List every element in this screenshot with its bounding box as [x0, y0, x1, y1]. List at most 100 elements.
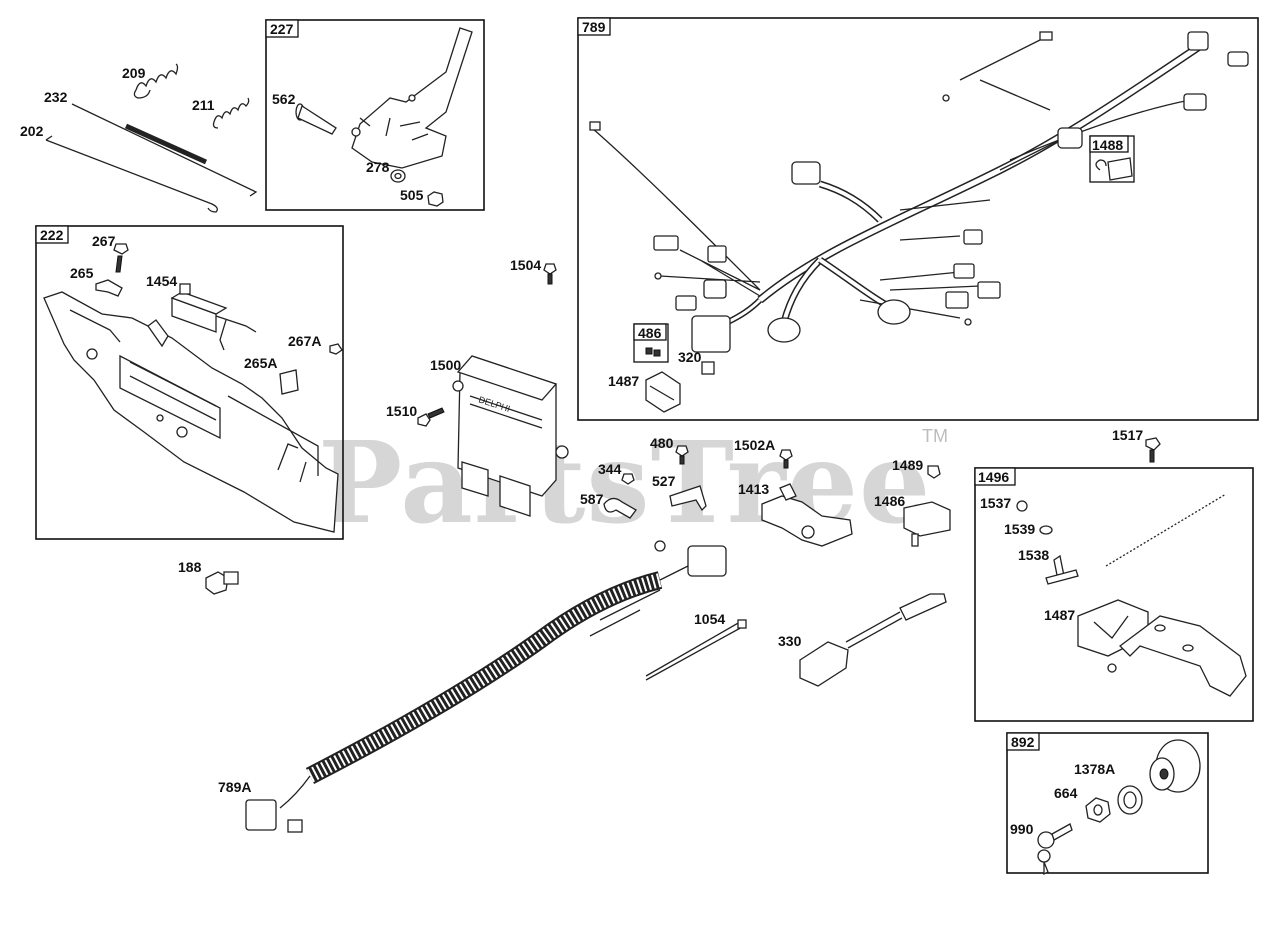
group-1496-box: [974, 467, 1254, 722]
callout-664: 664: [1054, 785, 1078, 801]
group-892-box: [1006, 732, 1209, 874]
ignition-switch-1378A[interactable]: [1149, 739, 1201, 793]
spring-211[interactable]: [212, 97, 250, 129]
pin-562[interactable]: [295, 103, 337, 135]
group-789-label: 789: [582, 19, 606, 35]
clip-527[interactable]: [669, 485, 707, 512]
callout-990: 990: [1010, 821, 1034, 837]
callout-232: 232: [44, 89, 68, 105]
bolt-1510[interactable]: [417, 407, 445, 427]
callout-330: 330: [778, 633, 802, 649]
callout-1489: 1489: [892, 457, 923, 473]
clip-265[interactable]: [95, 279, 123, 297]
callout-1538: 1538: [1018, 547, 1049, 563]
group-892-label: 892: [1011, 734, 1035, 750]
callout-1487-ignition: 1487: [1044, 607, 1075, 623]
group-222-label: 222: [40, 227, 64, 243]
screw-267[interactable]: [113, 243, 129, 273]
callout-1504: 1504: [510, 257, 541, 273]
group-227-tag: [265, 19, 299, 38]
callout-267: 267: [92, 233, 116, 249]
rod-202[interactable]: [45, 135, 218, 213]
group-1496-tag: [974, 467, 1016, 486]
group-1488-tag: [1089, 135, 1129, 153]
callout-202: 202: [20, 123, 44, 139]
cable-1496[interactable]: [1105, 493, 1227, 567]
relay-320[interactable]: [701, 361, 715, 375]
group-227-box: [265, 19, 485, 211]
sensor-1489[interactable]: [927, 465, 941, 479]
callout-527: 527: [652, 473, 676, 489]
nut-1537[interactable]: [1016, 500, 1028, 512]
callout-480: 480: [650, 435, 674, 451]
bolt-1517[interactable]: [1145, 437, 1161, 463]
callout-587: 587: [580, 491, 604, 507]
clip-265A[interactable]: [279, 369, 299, 395]
group-222-tag: [35, 225, 69, 244]
callout-1510: 1510: [386, 403, 417, 419]
callout-344: 344: [598, 461, 622, 477]
callout-1539: 1539: [1004, 521, 1035, 537]
callout-1502A: 1502A: [734, 437, 775, 453]
stud-1538[interactable]: [1045, 554, 1079, 585]
washer-ignition[interactable]: [1117, 785, 1143, 815]
callout-1487-harness: 1487: [608, 373, 639, 389]
callout-789A: 789A: [218, 779, 251, 795]
callout-278: 278: [366, 159, 390, 175]
group-486-tag: [633, 323, 667, 341]
callout-1517: 1517: [1112, 427, 1143, 443]
wire-harness-789A[interactable]: [245, 540, 727, 833]
clip-587[interactable]: [603, 497, 637, 519]
rod-232[interactable]: [71, 103, 258, 197]
wire-harness-789[interactable]: [589, 31, 1249, 353]
bracket-1487-harness[interactable]: [645, 371, 681, 413]
bracket-227[interactable]: [351, 27, 473, 169]
o2-sensor-330[interactable]: [799, 593, 947, 687]
mount-plate-1496[interactable]: [1107, 615, 1247, 697]
group-892-tag: [1006, 732, 1040, 751]
callout-1054: 1054: [694, 611, 725, 627]
nut-505[interactable]: [427, 191, 444, 207]
callout-211: 211: [192, 97, 215, 113]
sensor-1413[interactable]: [761, 483, 853, 547]
spring-209[interactable]: [133, 63, 179, 99]
callout-265A: 265A: [244, 355, 277, 371]
fuse-486[interactable]: [645, 347, 661, 357]
callout-1537: 1537: [980, 495, 1011, 511]
callout-562: 562: [272, 91, 296, 107]
sensor-1486[interactable]: [903, 501, 951, 547]
callout-209: 209: [122, 65, 146, 81]
callout-505: 505: [400, 187, 424, 203]
callout-1413: 1413: [738, 481, 769, 497]
nut-664[interactable]: [1085, 797, 1111, 823]
callout-265: 265: [70, 265, 94, 281]
bolt-480[interactable]: [675, 445, 689, 465]
washer-1539[interactable]: [1039, 525, 1053, 535]
ecu-1500[interactable]: DELPHI: [452, 355, 569, 517]
washer-278[interactable]: [390, 169, 406, 183]
callout-1500: 1500: [430, 357, 461, 373]
group-789-tag: [577, 17, 611, 36]
bolt-188[interactable]: [205, 571, 239, 595]
callout-188: 188: [178, 559, 202, 575]
callout-267A: 267A: [288, 333, 321, 349]
bolt-344[interactable]: [621, 473, 635, 485]
callout-320: 320: [678, 349, 702, 365]
callout-1454: 1454: [146, 273, 177, 289]
sensor-1454[interactable]: [170, 283, 257, 351]
group-486-label: 486: [638, 325, 662, 341]
callout-1486: 1486: [874, 493, 905, 509]
screw-267A[interactable]: [329, 343, 343, 355]
key-990[interactable]: [1037, 823, 1073, 876]
cable-tie-1054[interactable]: [645, 619, 747, 681]
group-1496-label: 1496: [978, 469, 1009, 485]
bolt-1502A[interactable]: [779, 449, 793, 469]
watermark-trademark: TM: [922, 426, 948, 446]
connector-1488[interactable]: [1095, 157, 1133, 181]
group-222-box: [35, 225, 344, 540]
bolt-1504[interactable]: [543, 263, 557, 285]
mounting-plate-222[interactable]: [43, 291, 339, 533]
callout-1378A: 1378A: [1074, 761, 1115, 777]
group-1488-label: 1488: [1092, 137, 1123, 153]
